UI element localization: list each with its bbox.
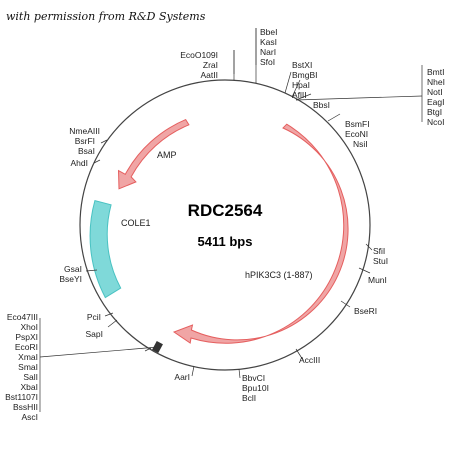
site-label: NarI — [260, 47, 276, 57]
site-leaders — [39, 28, 423, 412]
site-label: BsrFI — [75, 136, 95, 146]
site-label: BbvCI — [242, 373, 265, 383]
site-label: EcoNI — [345, 129, 368, 139]
site-label: BclI — [242, 393, 256, 403]
cole1-label: COLE1 — [121, 218, 151, 228]
site-label: XmaI — [18, 352, 38, 362]
site-label: EcoRI — [15, 342, 38, 352]
insert-label: hPIK3C3 (1-887) — [245, 270, 313, 280]
site-label: KasI — [260, 37, 277, 47]
site-label: AhdI — [71, 158, 89, 168]
site-label: AccIII — [299, 355, 320, 365]
site-label: SmaI — [18, 362, 38, 372]
site-label: SapI — [86, 329, 104, 339]
site-label: MunI — [368, 275, 387, 285]
site-label: PciI — [87, 312, 101, 322]
site-label: NotI — [427, 87, 443, 97]
cole1-feature — [89, 199, 122, 299]
site-label: BmtI — [427, 67, 444, 77]
site-label: AflII — [292, 90, 307, 100]
site-label: BsmFI — [345, 119, 370, 129]
site-label: BbsI — [313, 100, 330, 110]
site-label: AscI — [21, 412, 38, 422]
site-label: BstXI — [292, 60, 312, 70]
site-marker — [152, 340, 163, 354]
site-label: NcoI — [427, 117, 444, 127]
site-label: EcoO109I — [180, 50, 218, 60]
site-label: Bst1107I — [5, 392, 38, 402]
site-label: BtgI — [427, 107, 442, 117]
site-label: SalI — [23, 372, 38, 382]
site-label: ZraI — [203, 60, 218, 70]
site-label: BssHII — [13, 402, 38, 412]
amp-label: AMP — [157, 150, 177, 160]
site-label: GsaI — [64, 264, 82, 274]
site-label: EagI — [427, 97, 445, 107]
site-label: PspXI — [15, 332, 38, 342]
plasmid-size: 5411 bps — [198, 234, 253, 249]
site-label: StuI — [373, 256, 388, 266]
site-label: XhoI — [21, 322, 39, 332]
site-label: BseYI — [59, 274, 82, 284]
credit-text: with permission from R&D Systems — [6, 10, 206, 23]
site-label: HpaI — [292, 80, 310, 90]
site-label: XbaI — [21, 382, 39, 392]
plasmid-backbone — [79, 79, 371, 371]
site-ticks — [85, 28, 373, 379]
site-label: SfoI — [260, 57, 275, 67]
plasmid-name: RDC2564 — [188, 201, 263, 220]
amp-feature — [117, 118, 190, 190]
site-label: NsiI — [353, 139, 368, 149]
site-label: NheI — [427, 77, 445, 87]
site-label: NmeAIII — [69, 126, 100, 136]
site-label: SfiI — [373, 246, 385, 256]
site-label: Bpu10I — [242, 383, 269, 393]
site-label: BseRI — [354, 306, 377, 316]
site-label: BbeI — [260, 27, 278, 37]
site-label: BmgBI — [292, 70, 318, 80]
site-label: AarI — [174, 372, 190, 382]
insert-feature — [172, 123, 349, 344]
site-label: BsaI — [78, 146, 95, 156]
site-label: Eco47III — [7, 312, 38, 322]
site-label: AatII — [201, 70, 218, 80]
